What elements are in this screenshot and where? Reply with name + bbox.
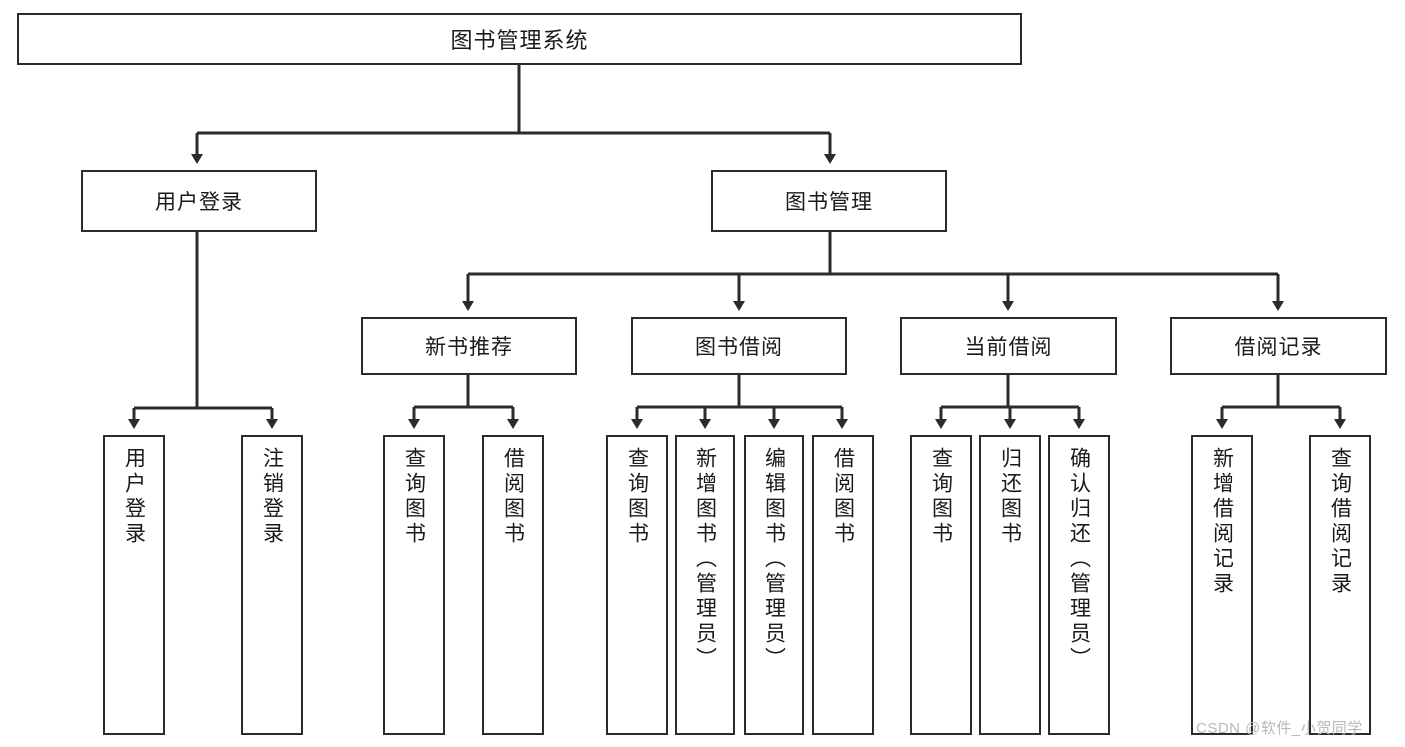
node-root-book-management-system[interactable]: 图书管理系统	[17, 13, 1022, 65]
node-label: 借阅记录	[1234, 336, 1323, 359]
node-label: 编辑图书（管理员）	[762, 447, 786, 672]
csdn-watermark: CSDN @软件_小贺同学	[1196, 720, 1363, 737]
leaf-confirm-return-admin[interactable]: 确认归还（管理员）	[1048, 435, 1110, 735]
node-label: 查询图书	[625, 447, 649, 547]
leaf-add-book-admin[interactable]: 新增图书（管理员）	[675, 435, 735, 735]
node-book-management[interactable]: 图书管理	[711, 170, 947, 232]
node-label: 借阅图书	[831, 447, 855, 547]
node-label: 新书推荐	[425, 336, 513, 359]
node-label: 图书借阅	[695, 336, 783, 359]
node-label: 查询图书	[929, 447, 953, 547]
node-label: 图书管理系统	[450, 28, 589, 53]
node-label: 借阅图书	[501, 447, 525, 547]
node-label: 确认归还（管理员）	[1067, 447, 1091, 672]
node-user-login[interactable]: 用户登录	[81, 170, 317, 232]
leaf-edit-book-admin[interactable]: 编辑图书（管理员）	[744, 435, 804, 735]
node-label: 归还图书	[998, 447, 1022, 547]
leaf-query-borrowing-record[interactable]: 查询借阅记录	[1309, 435, 1371, 735]
leaf-query-books-borrowing[interactable]: 查询图书	[606, 435, 668, 735]
node-label: 新增借阅记录	[1210, 447, 1234, 597]
node-label: 新增图书（管理员）	[693, 447, 717, 672]
leaf-logout[interactable]: 注销登录	[241, 435, 303, 735]
leaf-add-borrowing-record[interactable]: 新增借阅记录	[1191, 435, 1253, 735]
node-book-borrowing[interactable]: 图书借阅	[631, 317, 847, 375]
leaf-query-books-current[interactable]: 查询图书	[910, 435, 972, 735]
node-label: 查询借阅记录	[1328, 447, 1352, 597]
leaf-borrow-books-recommendation[interactable]: 借阅图书	[482, 435, 544, 735]
node-current-borrowing[interactable]: 当前借阅	[900, 317, 1117, 375]
leaf-return-books[interactable]: 归还图书	[979, 435, 1041, 735]
node-borrowing-records[interactable]: 借阅记录	[1170, 317, 1387, 375]
node-label: 注销登录	[260, 447, 284, 547]
node-label: 当前借阅	[964, 336, 1053, 359]
node-new-book-recommendation[interactable]: 新书推荐	[361, 317, 577, 375]
node-label: 用户登录	[155, 191, 243, 214]
node-label: 查询图书	[402, 447, 426, 547]
leaf-query-books-recommendation[interactable]: 查询图书	[383, 435, 445, 735]
leaf-user-login[interactable]: 用户登录	[103, 435, 165, 735]
leaf-borrow-books-borrowing[interactable]: 借阅图书	[812, 435, 874, 735]
node-label: 用户登录	[122, 447, 146, 547]
node-label: 图书管理	[785, 191, 873, 214]
